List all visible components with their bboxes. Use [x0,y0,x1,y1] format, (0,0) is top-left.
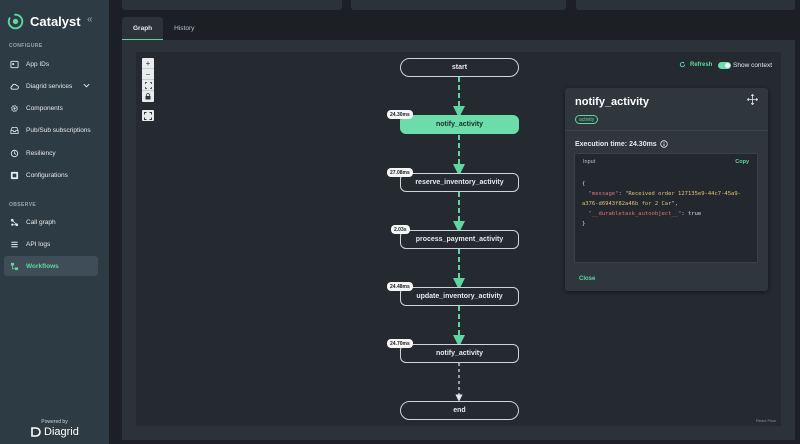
workflow-node-end[interactable]: end [400,401,519,420]
input-box: Input Copy { "message": "Received order … [574,153,758,263]
duration-badge: 24.30ms [387,110,413,119]
code-line: { [582,179,754,189]
detail-title: notify_activity [575,96,649,108]
duration-badge: 2.03s [391,225,410,234]
react-flow-attribution[interactable]: React Flow [756,418,776,423]
workflow-node-start[interactable]: start [400,58,519,77]
duration-badge: 24.70ms [387,339,413,348]
input-label: Input [583,159,595,165]
code-line: "__durabletask_autoobject__": true [582,209,754,219]
workflow-node-notify-activity-2[interactable]: notify_activity [400,344,519,363]
duration-badge: 27.08ms [387,168,413,177]
refresh-label: Refresh [690,62,712,68]
code-key: "__durabletask_autoobject__" [589,211,682,217]
close-button[interactable]: Close [579,276,595,282]
move-icon[interactable] [747,94,758,105]
show-context-toggle[interactable] [718,62,731,69]
workflow-node-notify-activity[interactable]: notify_activity [400,115,519,134]
workflow-node-reserve-inventory[interactable]: reserve_inventory_activity [400,173,519,192]
divider [565,130,768,131]
refresh-icon [679,61,686,68]
activity-detail-panel: notify_activity activity Execution time:… [565,88,768,291]
copy-button[interactable]: Copy [735,159,749,165]
show-context-label: Show context [733,62,772,69]
refresh-button[interactable]: Refresh [679,61,712,68]
workflow-node-process-payment[interactable]: process_payment_activity [400,230,519,249]
duration-badge: 24.48ms [387,282,413,291]
info-icon[interactable] [660,140,668,148]
code-value: true [688,211,701,217]
code-key: "message" [589,191,619,197]
input-code[interactable]: { "message": "Received order 127135e9-44… [582,179,754,229]
workflow-node-update-inventory[interactable]: update_inventory_activity [400,287,519,306]
execution-time: Execution time: 24.30ms [575,140,668,148]
code-line: } [582,219,754,229]
execution-time-label: Execution time: 24.30ms [575,141,657,148]
activity-tag: activity [575,115,598,124]
code-line: "message": "Received order 127135e9-44c7… [582,189,754,209]
